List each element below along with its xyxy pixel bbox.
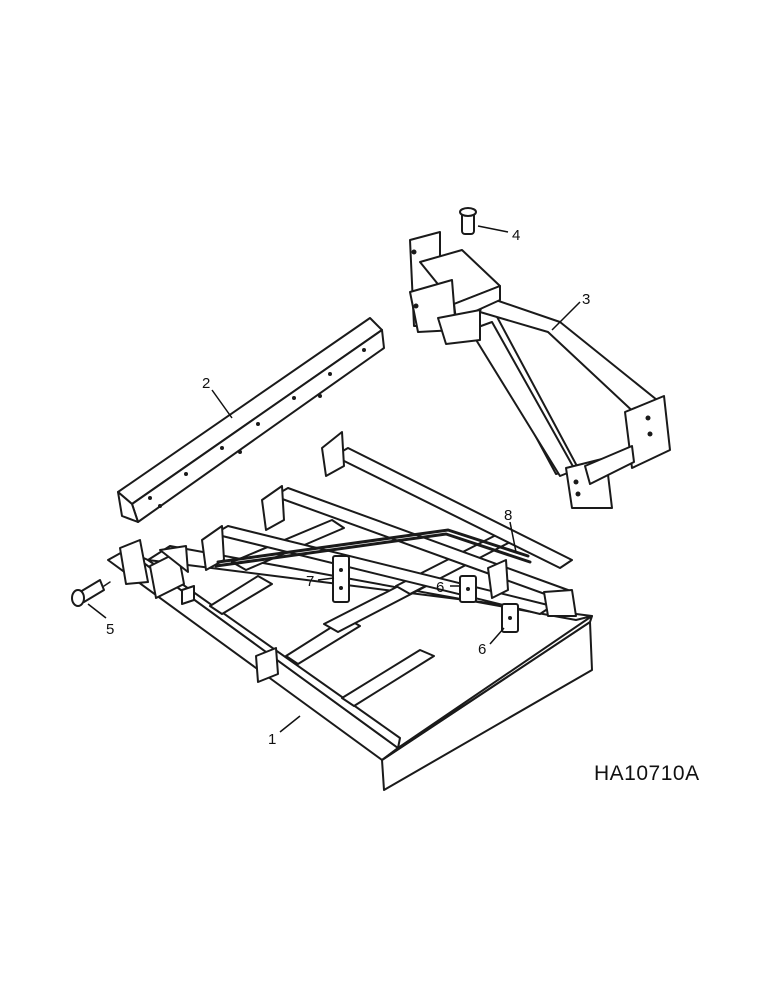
part-7-bracket	[332, 555, 350, 603]
callout-label-4: 4	[512, 227, 520, 244]
callout-label-1: 1	[268, 731, 276, 748]
callout-label-6a: 6	[436, 579, 444, 596]
callout-label-5: 5	[106, 621, 114, 638]
part-6-clip-upper	[459, 575, 477, 603]
callout-1: 1	[268, 715, 301, 748]
callout-label-3: 3	[582, 291, 590, 308]
callout-6-upper: 6	[436, 579, 460, 596]
part-2-bar	[117, 317, 385, 523]
part-6-clip-lower	[501, 603, 519, 633]
callout-3: 3	[551, 291, 590, 331]
callout-7: 7	[306, 573, 335, 590]
part-5-pin	[71, 579, 111, 607]
part-8-rod	[214, 528, 532, 568]
callout-label-8: 8	[504, 507, 512, 524]
callout-label-2: 2	[202, 375, 210, 392]
figure-reference-code: HA10710A	[594, 762, 700, 785]
callout-8: 8	[504, 507, 517, 553]
part-3-hitch	[409, 207, 671, 509]
callout-6-lower: 6	[478, 627, 505, 658]
callout-4: 4	[477, 225, 520, 244]
callout-5: 5	[87, 603, 114, 638]
callout-label-6b: 6	[478, 641, 486, 658]
callout-label-7: 7	[306, 573, 314, 590]
callout-2: 2	[202, 375, 233, 419]
